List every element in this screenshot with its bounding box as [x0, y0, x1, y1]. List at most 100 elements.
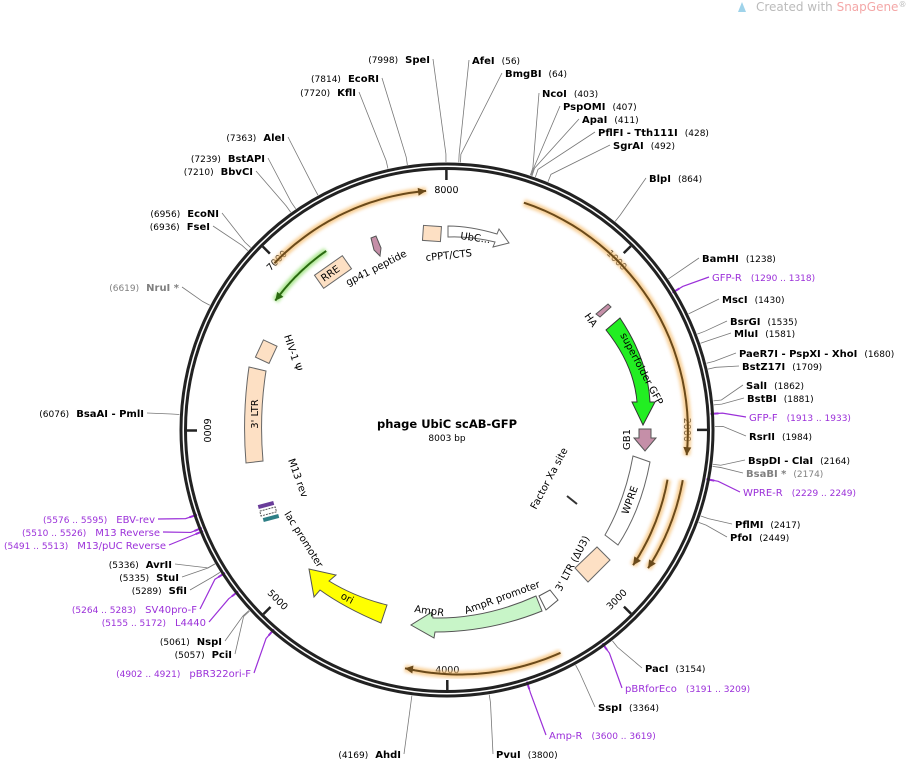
svg-text:BsaBI *(2174): BsaBI *(2174)	[746, 469, 823, 480]
site-pflmi[interactable]: PflMI(2417)	[735, 520, 800, 531]
site-kfli[interactable]: (7720)KflI	[300, 88, 356, 99]
site-alei[interactable]: (7363)AleI	[226, 133, 285, 144]
site-name: MluI	[734, 329, 758, 340]
primer-pbr322ori-f[interactable]: (4902 .. 4921)pBR322ori-F	[116, 669, 251, 680]
site-bbvci[interactable]: (7210)BbvCI	[184, 167, 253, 178]
feature-ampr[interactable]: AmpR AmpR promoter	[410, 579, 559, 639]
feature-factor-xa-site[interactable]: Factor Xa site	[529, 446, 578, 511]
orf-arc[interactable]	[404, 649, 562, 678]
orf-arc[interactable]	[630, 479, 671, 568]
site-rsrii[interactable]: RsrII(1984)	[749, 432, 812, 443]
primer-m13-reverse[interactable]: (5510 .. 5526)M13 Reverse	[22, 528, 160, 539]
site-avrii[interactable]: (5336)AvrII	[109, 560, 172, 571]
site-position: (3800)	[528, 751, 558, 761]
primer-gfp-r[interactable]: GFP-R(1290 .. 1318)	[712, 273, 815, 284]
site-position: (2174)	[793, 470, 823, 480]
site-name: BstBI	[747, 394, 777, 405]
leader-line	[697, 320, 728, 335]
site-bsaai-pmli[interactable]: (6076)BsaAI - PmlI	[39, 409, 144, 420]
site-sfii[interactable]: (5289)SfiI	[132, 586, 187, 597]
site-ncoi[interactable]: NcoI(403)	[542, 89, 598, 100]
orf-arc[interactable]	[271, 187, 427, 266]
site-bsabi[interactable]: BsaBI *(2174)	[746, 469, 823, 480]
site-ahdi[interactable]: (4169)AhdI	[338, 750, 401, 761]
site-nspi[interactable]: (5061)NspI	[160, 637, 222, 648]
site-ecori[interactable]: (7814)EcoRI	[311, 74, 379, 85]
site-bstapi[interactable]: (7239)BstAPI	[191, 154, 265, 165]
feature-hiv1-psi[interactable]: HIV-1 Ψ	[254, 334, 303, 373]
primer-name: GFP-R	[712, 273, 742, 284]
primer-l4440[interactable]: (5155 .. 5172)L4440	[102, 618, 206, 629]
site-stui[interactable]: (5335)StuI	[119, 573, 179, 584]
site-apai[interactable]: ApaI(411)	[582, 115, 639, 126]
primer-pbrforeco[interactable]: pBRforEco(3191 .. 3209)	[625, 684, 750, 695]
feature-ubc-promoter[interactable]: UbC...	[447, 225, 510, 248]
feature-3-ltr[interactable]: 3' LTR	[244, 366, 267, 464]
site-bspdi-clai[interactable]: BspDI - ClaI(2164)	[748, 456, 850, 467]
feature-rre[interactable]: RRE	[313, 254, 353, 290]
site-fsei[interactable]: (6936)FseI	[150, 222, 210, 233]
site-bstz17i[interactable]: BstZ17I(1709)	[742, 362, 822, 373]
feature-wpre[interactable]: WPRE	[604, 455, 651, 546]
svg-text:(5491 .. 5513)M13/pUC Reverse: (5491 .. 5513)M13/pUC Reverse	[4, 541, 166, 552]
svg-text:SspI(3364): SspI(3364)	[598, 703, 659, 714]
feature-3-ltr-du3[interactable]: 3' LTR (ΔU3)	[554, 534, 611, 593]
site-bstbi[interactable]: BstBI(1881)	[747, 394, 814, 405]
primer-ebv-rev[interactable]: (5576 .. 5595)EBV-rev	[43, 515, 155, 526]
site-bsrgi[interactable]: BsrGI(1535)	[730, 317, 797, 328]
leader-line	[604, 646, 623, 689]
feature-gp41-peptide[interactable]: gp41 peptide	[344, 235, 409, 289]
site-econi[interactable]: (6956)EcoNI	[150, 209, 219, 220]
site-pvui[interactable]: PvuI(3800)	[496, 750, 558, 761]
feature-superfolder-gfp[interactable]: superfolder GFP	[605, 317, 665, 427]
feature-cppt-cts[interactable]: cPPT/CTS	[421, 224, 473, 264]
site-pfoi[interactable]: PfoI(2449)	[730, 533, 789, 544]
site-pcii[interactable]: (5057)PciI	[175, 650, 232, 661]
site-name: BsaAI - PmlI	[76, 409, 144, 420]
site-nrui[interactable]: (6619)NruI *	[109, 283, 180, 294]
feature-ha-tag[interactable]: HA	[582, 303, 612, 330]
site-paci[interactable]: PacI(3154)	[645, 664, 705, 675]
site-bmgbi[interactable]: BmgBI(64)	[505, 69, 567, 80]
svg-text:pBRforEco(3191 .. 3209): pBRforEco(3191 .. 3209)	[625, 684, 750, 695]
orf-arc[interactable]	[522, 199, 692, 456]
site-position: (7363)	[226, 134, 256, 144]
orf-arc[interactable]	[645, 479, 687, 571]
leader-line	[531, 118, 580, 176]
site-sgrai[interactable]: SgrAI(492)	[613, 141, 675, 152]
primer-name: pBR322ori-F	[189, 669, 251, 680]
primer-m13-puc-reverse[interactable]: (5491 .. 5513)M13/pUC Reverse	[4, 541, 166, 552]
site-name: PspOMI	[563, 102, 605, 113]
site-bamhi[interactable]: BamHI(1238)	[702, 254, 776, 265]
site-blpi[interactable]: BlpI(864)	[649, 174, 702, 185]
site-pspomi[interactable]: PspOMI(407)	[563, 102, 637, 113]
orf-arc[interactable]	[272, 248, 329, 303]
leader-line	[700, 332, 732, 344]
site-paer7i-pspxi-xhoi[interactable]: PaeR7I - PspXI - XhoI(1680)	[739, 349, 894, 360]
site-msci[interactable]: MscI(1430)	[722, 295, 785, 306]
site-afei[interactable]: AfeI(56)	[472, 56, 520, 67]
site-spei[interactable]: (7998)SpeI	[368, 55, 430, 66]
site-position: (864)	[678, 175, 702, 185]
leader-line	[358, 91, 389, 169]
primer-sv40pro-f[interactable]: (5264 .. 5283)SV40pro-F	[72, 605, 197, 616]
feature-ori[interactable]: ori	[308, 568, 388, 624]
ubc-label: UbC...	[460, 231, 491, 246]
site-pflfi-tth111i[interactable]: PflFI - Tth111I(428)	[598, 128, 709, 139]
primer-wpre-r[interactable]: WPRE-R(2229 .. 2249)	[743, 488, 856, 499]
feature-m13-rev[interactable]: M13 rev lac promoter	[257, 457, 325, 571]
primer-gfp-f[interactable]: GFP-F(1913 .. 1933)	[749, 413, 851, 424]
primer-amp-r[interactable]: Amp-R(3600 .. 3619)	[549, 731, 656, 742]
svg-text:Amp-R(3600 .. 3619): Amp-R(3600 .. 3619)	[549, 731, 656, 742]
site-position: (1680)	[864, 350, 894, 360]
site-position: (428)	[685, 129, 709, 139]
leader-line	[181, 563, 216, 578]
site-sali[interactable]: SalI(1862)	[746, 381, 804, 392]
site-mlui[interactable]: MluI(1581)	[734, 329, 795, 340]
leader-line	[534, 131, 596, 178]
site-sspi[interactable]: SspI(3364)	[598, 703, 659, 714]
svg-text:BamHI(1238): BamHI(1238)	[702, 254, 776, 265]
site-name: SgrAI	[613, 141, 644, 152]
site-position: (1862)	[774, 382, 804, 392]
feature-gb1[interactable]: GB1	[622, 428, 658, 452]
